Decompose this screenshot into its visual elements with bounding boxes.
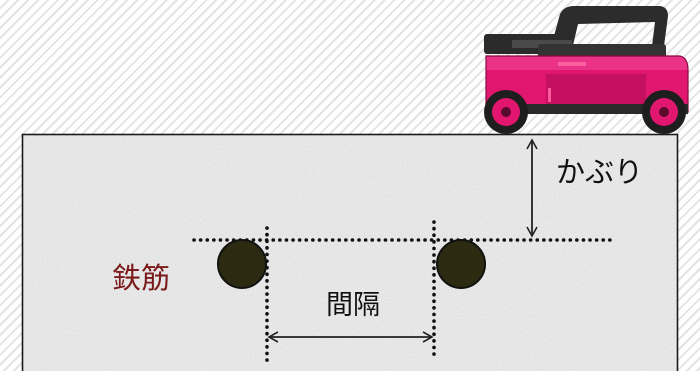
rebar-label: 鉄筋 xyxy=(112,261,171,295)
rebar-right xyxy=(436,239,486,289)
cover-label: かぶり xyxy=(556,155,644,189)
spacing-label: 間隔 xyxy=(326,290,380,321)
scanner-icon xyxy=(484,6,689,134)
concrete-outline xyxy=(21,133,679,371)
rebar-left xyxy=(217,239,267,289)
